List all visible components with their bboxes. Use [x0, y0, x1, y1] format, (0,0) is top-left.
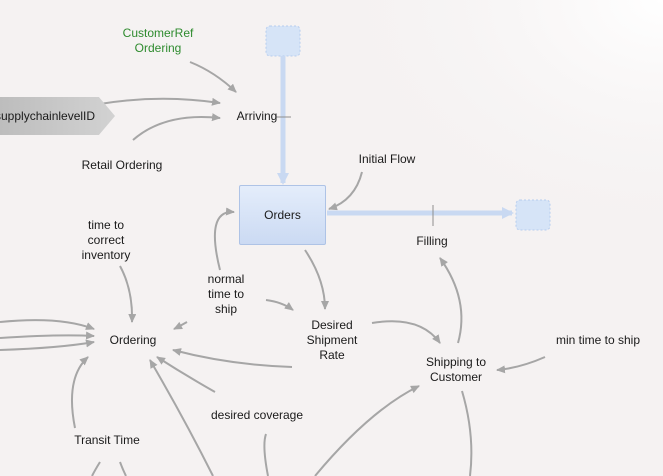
link-bottom-shipping2 — [461, 390, 473, 476]
link-initialflow-orders — [328, 171, 363, 211]
link-left3-ordering — [0, 339, 95, 351]
variable-customerref-ordering[interactable]: CustomerRef Ordering — [122, 26, 194, 55]
causal-links — [0, 61, 546, 476]
link-bottom-transit2 — [119, 461, 127, 476]
variable-shipping-to-customer[interactable]: Shipping to Customer — [425, 355, 487, 384]
variable-retail-ordering[interactable]: Retail Ordering — [81, 158, 163, 172]
link-left2-ordering — [0, 331, 95, 340]
link-coverage-ordering — [156, 356, 216, 393]
variable-initial-flow[interactable]: Initial Flow — [358, 152, 416, 166]
link-timecorrect-ordering — [119, 265, 137, 323]
variable-ordering[interactable]: Ordering — [109, 333, 157, 347]
link-normaltime-ordering — [173, 321, 188, 330]
link-bottom-ordering — [149, 359, 214, 476]
link-transit-ordering — [71, 356, 89, 429]
link-customerref-arriving — [189, 61, 237, 93]
link-desired-ordering — [172, 348, 293, 368]
variable-desired-coverage[interactable]: desired coverage — [210, 408, 304, 422]
flow-arriving-label[interactable]: Arriving — [236, 109, 278, 123]
link-shipping-filling — [439, 257, 463, 344]
variable-desired-shipment-rate[interactable]: Desired Shipment Rate — [306, 318, 358, 362]
link-mintime-shipping — [496, 356, 546, 374]
link-bottom-coverage — [263, 433, 269, 476]
variable-min-time-to-ship[interactable]: min time to ship — [555, 333, 641, 347]
link-normaltime-orders — [213, 207, 235, 271]
link-retail-arriving — [132, 113, 221, 141]
variable-transit-time[interactable]: Transit Time — [74, 433, 140, 447]
shadow-variable-label: supplychainlevelID — [0, 109, 96, 123]
stock-orders-label: Orders — [264, 208, 301, 222]
shadow-variable-supplychainlevelid[interactable]: supplychainlevelID — [0, 97, 115, 135]
link-desired-shipping — [371, 320, 441, 344]
link-shadow-arriving — [99, 97, 221, 106]
stock-orders[interactable]: Orders — [239, 185, 326, 245]
link-bottom-transit — [91, 461, 101, 476]
link-left1-ordering — [0, 319, 95, 330]
link-bottom-shipping — [314, 385, 420, 476]
variable-time-to-correct-inventory[interactable]: time to correct inventory — [81, 218, 131, 262]
link-orders-desired — [304, 249, 329, 310]
flow-filling-label[interactable]: Filling — [416, 234, 448, 248]
source-cloud-icon — [265, 25, 301, 57]
link-normaltime-desired — [265, 299, 294, 311]
sink-cloud-icon — [515, 199, 551, 231]
variable-normal-time-to-ship[interactable]: normal time to ship — [207, 272, 245, 316]
